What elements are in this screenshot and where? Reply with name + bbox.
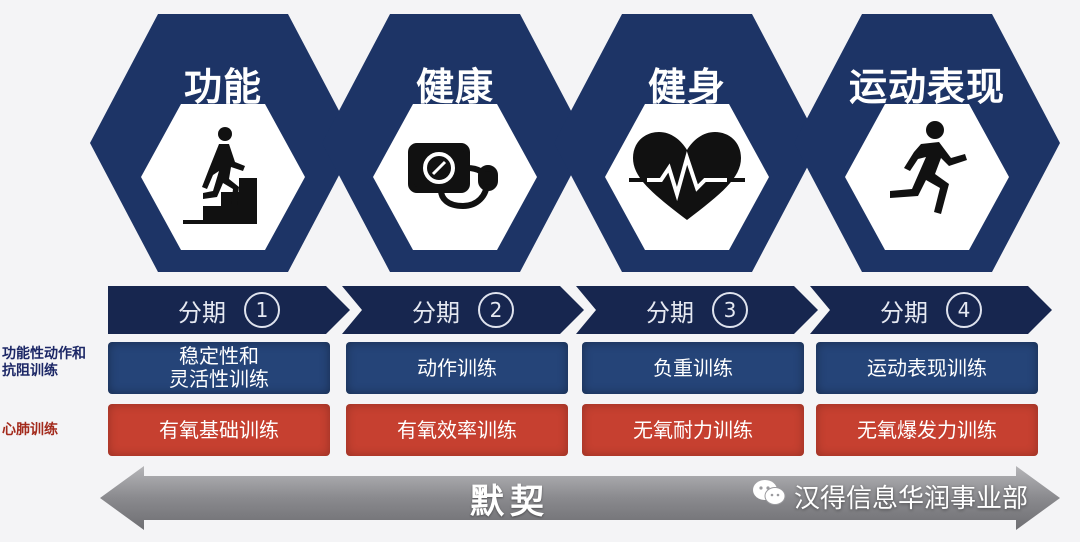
cardio-box-anaerobic-endurance: 无氧耐力训练	[582, 404, 804, 456]
phase-4: 分期 4	[810, 286, 1052, 334]
row-label-strength: 功能性动作和 抗阻训练	[2, 346, 86, 379]
hexagon-functional: 功能	[88, 12, 358, 274]
running-person-icon	[843, 102, 1011, 252]
wechat-icon	[752, 478, 786, 515]
hexagon-title: 功能	[183, 65, 262, 109]
phase-label: 分期	[646, 298, 694, 327]
watermark-text: 汉得信息华润事业部	[794, 484, 1029, 514]
hexagon-title: 运动表现	[848, 65, 1005, 109]
hexagon-title: 健康	[415, 65, 494, 109]
arrow-label: 默契	[470, 481, 550, 522]
hexagon-title: 健身	[647, 65, 726, 109]
row-label-cardio: 心肺训练	[2, 422, 58, 438]
phase-label: 分期	[178, 298, 226, 327]
phase-2: 分期 2	[342, 286, 584, 334]
cardio-box-anaerobic-power: 无氧爆发力训练	[816, 404, 1038, 456]
phase-1: 分期 1	[108, 286, 350, 334]
double-arrow-banner	[100, 466, 1060, 534]
hexagon-fitness: 健身	[552, 12, 822, 274]
phase-number-badge: 4	[946, 292, 982, 328]
phase-label: 分期	[412, 298, 460, 327]
phase-number-badge: 2	[478, 292, 514, 328]
blood-pressure-monitor-icon	[371, 102, 539, 252]
heart-pulse-icon	[603, 102, 771, 252]
training-box-weight: 负重训练	[582, 342, 804, 394]
phase-number-badge: 3	[712, 292, 748, 328]
phase-label: 分期	[880, 298, 928, 327]
phase-number-badge: 1	[244, 292, 280, 328]
hexagon-performance: 运动表现	[792, 12, 1062, 274]
cardio-box-aerobic-efficiency: 有氧效率训练	[346, 404, 568, 456]
phase-3: 分期 3	[576, 286, 818, 334]
training-box-performance: 运动表现训练	[816, 342, 1038, 394]
stairs-climber-icon	[139, 102, 307, 252]
cardio-box-aerobic-base: 有氧基础训练	[108, 404, 330, 456]
training-box-movement: 动作训练	[346, 342, 568, 394]
watermark: 汉得信息华润事业部	[752, 478, 1028, 515]
training-box-stability: 稳定性和 灵活性训练	[108, 342, 330, 394]
hexagon-health: 健康	[320, 12, 590, 274]
